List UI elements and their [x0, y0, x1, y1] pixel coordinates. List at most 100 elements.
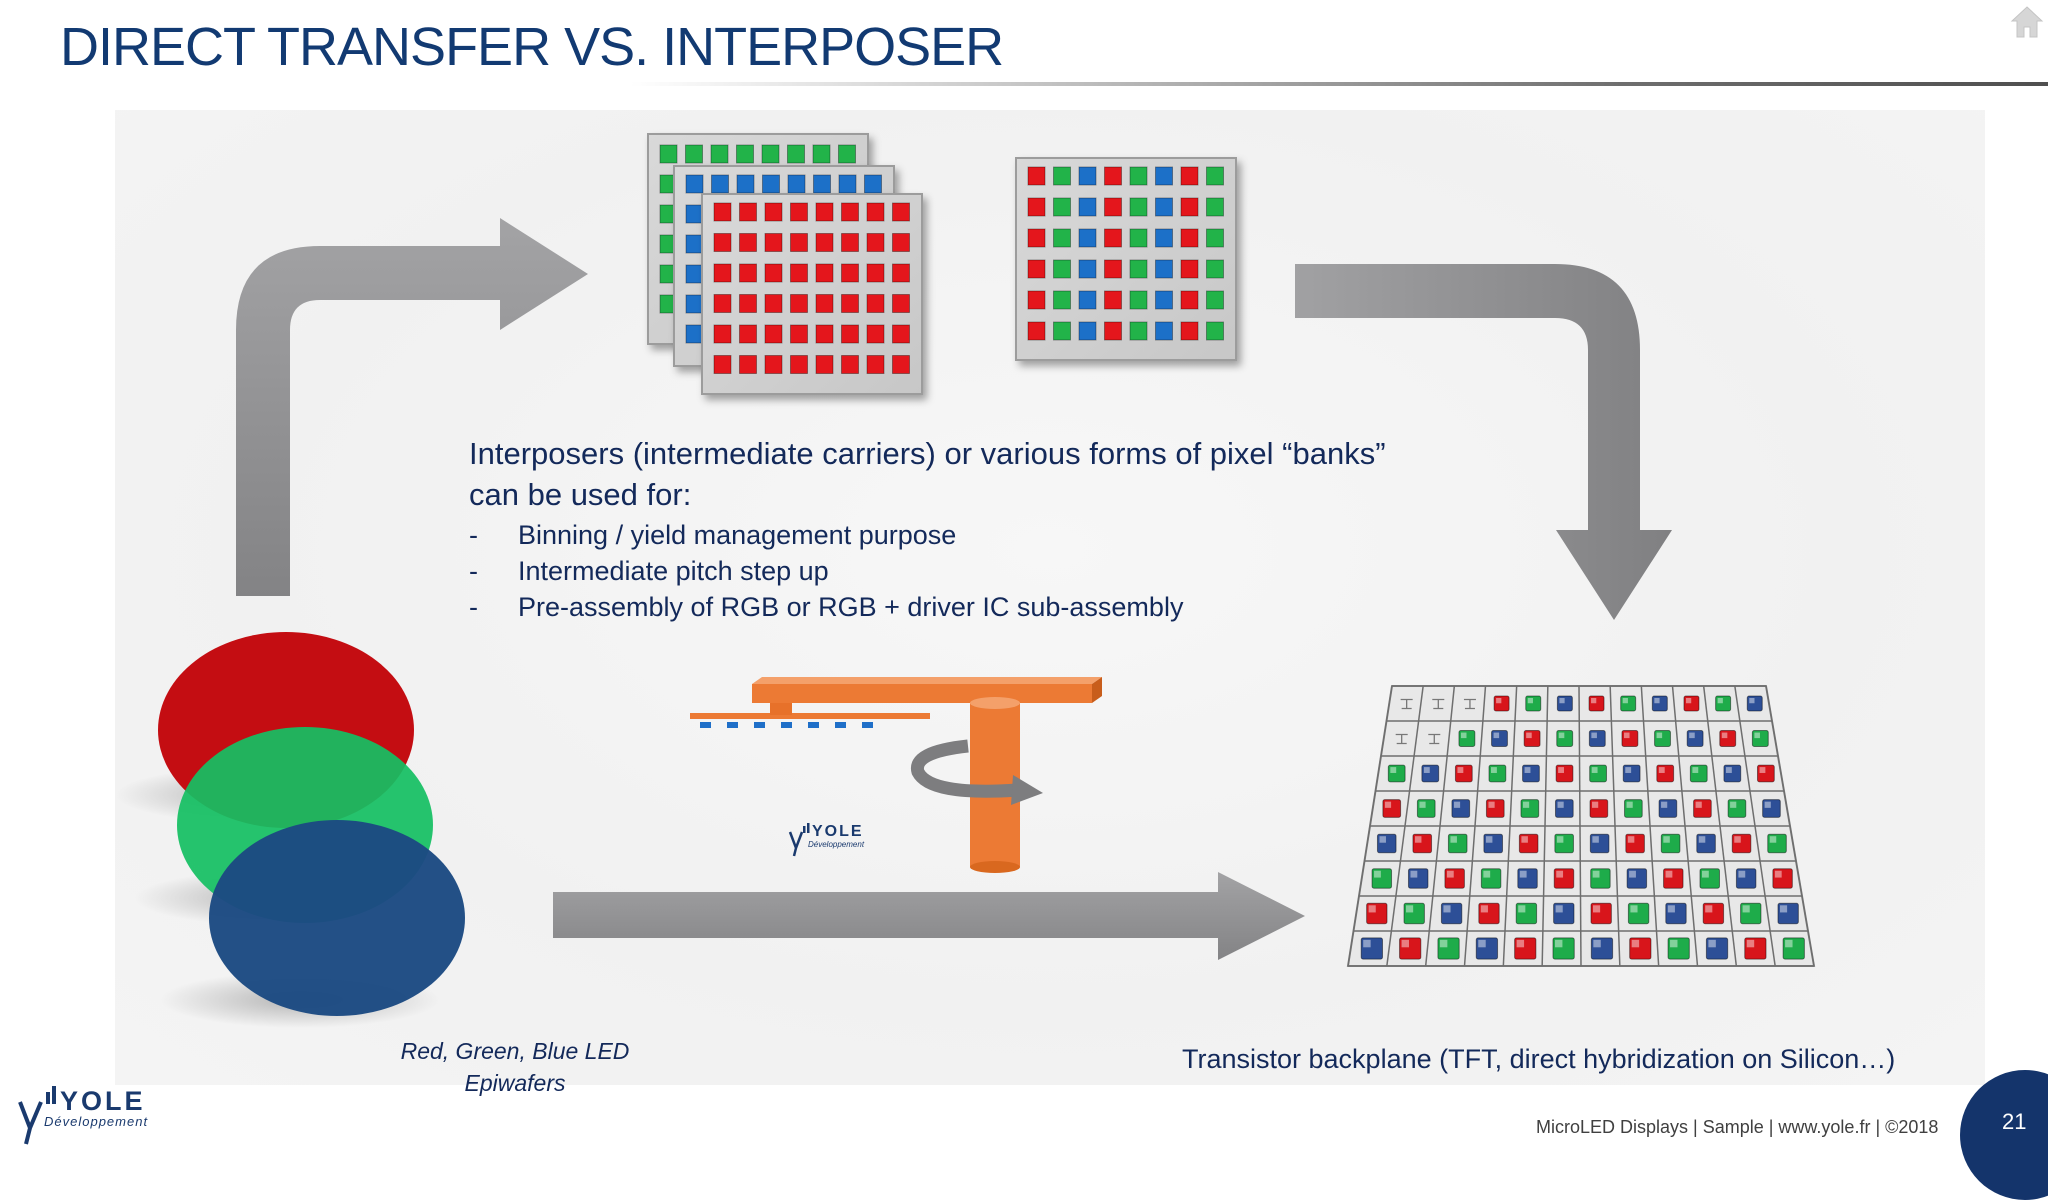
- led-die: [838, 144, 856, 164]
- led-die: [841, 324, 859, 344]
- backplane-led: [1665, 902, 1687, 925]
- picked-die: [808, 722, 819, 728]
- slide-title: DIRECT TRANSFER VS. INTERPOSER: [60, 17, 1004, 77]
- backplane-led-highlight: [1774, 870, 1782, 878]
- backplane-led-highlight: [1705, 905, 1713, 913]
- epiwafers: [115, 632, 465, 1028]
- led-die: [1027, 228, 1046, 248]
- backplane-led-highlight: [1557, 801, 1564, 808]
- led-die: [713, 233, 732, 252]
- backplane-led-highlight: [1746, 939, 1755, 948]
- led-die: [685, 294, 704, 314]
- transistor-symbol: [1395, 733, 1408, 745]
- backplane-led-highlight: [1667, 905, 1675, 913]
- backplane-led: [1746, 695, 1763, 712]
- led-die: [739, 233, 757, 252]
- backplane-led-highlight: [1556, 870, 1564, 878]
- backplane-led-highlight: [1623, 732, 1630, 739]
- led-die: [841, 355, 859, 374]
- backplane-led: [1723, 764, 1742, 783]
- led-die: [838, 174, 857, 194]
- backplane-led: [1437, 937, 1460, 960]
- backplane-led: [1740, 902, 1762, 925]
- backplane-led-highlight: [1764, 801, 1771, 808]
- backplane-led: [1444, 868, 1465, 889]
- led-die: [736, 174, 755, 194]
- backplane-led-highlight: [1631, 939, 1640, 948]
- backplane-led: [1693, 799, 1712, 818]
- backplane-led: [1451, 799, 1471, 818]
- backplane-led-highlight: [1734, 836, 1741, 843]
- led-die: [1027, 321, 1046, 341]
- epiwafer-caption: Red, Green, Blue LED Epiwafers: [380, 1035, 650, 1099]
- backplane-led-highlight: [1453, 801, 1461, 808]
- backplane-led-highlight: [1519, 870, 1527, 878]
- led-die: [1206, 166, 1224, 186]
- backplane-led-highlight: [1457, 767, 1464, 773]
- center-logo-tagline: Développement: [808, 840, 865, 849]
- backplane-led-highlight: [1689, 732, 1695, 739]
- straight-arrow-right: [553, 872, 1305, 960]
- led-die: [815, 324, 834, 344]
- backplane-led-highlight: [1592, 801, 1599, 808]
- backplane-led: [1715, 695, 1732, 712]
- backplane-led: [1458, 730, 1476, 747]
- led-die: [739, 324, 757, 344]
- led-die: [1027, 166, 1046, 186]
- led-die: [1180, 228, 1199, 248]
- home-icon[interactable]: [2010, 4, 2044, 40]
- led-die: [1180, 290, 1199, 310]
- led-die: [1104, 259, 1122, 279]
- led-die: [1104, 228, 1122, 248]
- backplane-led-highlight: [1384, 801, 1392, 808]
- backplane-led-highlight: [1480, 905, 1488, 913]
- backplane-led-highlight: [1554, 939, 1563, 948]
- backplane-led-highlight: [1423, 767, 1430, 773]
- backplane-led: [1556, 695, 1573, 712]
- footer-text: MicroLED Displays | Sample | www.yole.fr…: [1536, 1117, 1939, 1137]
- led-die: [1129, 290, 1148, 310]
- backplane-led: [1624, 799, 1643, 818]
- led-die: [764, 324, 783, 344]
- led-die: [685, 264, 704, 284]
- backplane-led-highlight: [1592, 836, 1599, 843]
- backplane-led: [1518, 833, 1539, 854]
- backplane-led: [1625, 833, 1645, 854]
- backplane-led: [1656, 764, 1675, 783]
- backplane-led-highlight: [1558, 767, 1565, 773]
- picked-die: [835, 722, 846, 728]
- led-die: [764, 233, 783, 252]
- led-die: [813, 174, 831, 194]
- led-die: [1078, 290, 1097, 310]
- backplane-led: [1735, 868, 1757, 889]
- backplane-led: [1371, 868, 1393, 889]
- led-die: [892, 355, 910, 374]
- led-die: [1078, 197, 1097, 217]
- backplane-led-highlight: [1656, 732, 1663, 739]
- led-die: [1206, 259, 1224, 279]
- curved-arrow-right-down: [1295, 264, 1672, 620]
- led-die: [1129, 166, 1148, 186]
- backplane-caption: Transistor backplane (TFT, direct hybrid…: [1182, 1044, 1896, 1074]
- led-die: [864, 174, 882, 194]
- led-die: [1129, 197, 1148, 217]
- backplane-led: [1478, 902, 1500, 925]
- led-die: [1027, 259, 1046, 279]
- backplane-led-highlight: [1556, 836, 1564, 843]
- backplane-led-highlight: [1419, 801, 1426, 808]
- blue-epiwafer: [209, 820, 465, 1016]
- led-die: [866, 355, 885, 374]
- led-die: [787, 144, 805, 164]
- picked-die: [862, 722, 873, 728]
- backplane-led-highlight: [1524, 767, 1531, 773]
- led-die: [1155, 197, 1173, 217]
- led-die: [1053, 197, 1071, 217]
- backplane-led: [1382, 799, 1402, 818]
- backplane-led-highlight: [1665, 870, 1673, 878]
- backplane-led-highlight: [1559, 698, 1565, 704]
- led-die: [790, 263, 808, 283]
- rgb-led-grid: [1027, 166, 1224, 341]
- backplane-led-highlight: [1622, 698, 1628, 704]
- backplane-led-highlight: [1591, 767, 1598, 773]
- backplane-led-highlight: [1558, 732, 1565, 739]
